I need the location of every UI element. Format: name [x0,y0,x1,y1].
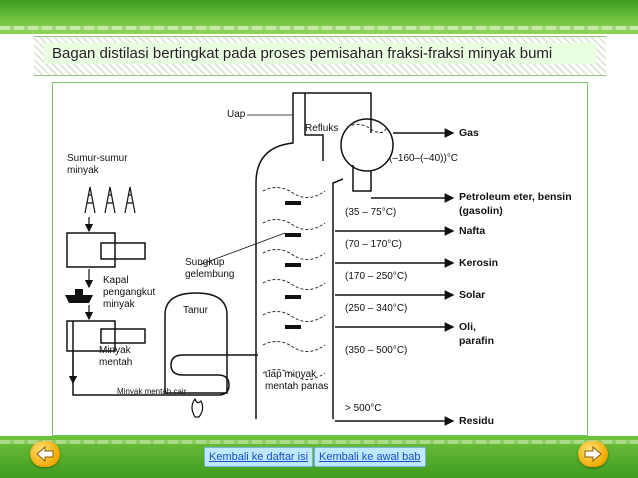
prev-button[interactable] [30,441,60,467]
reflux-label: Refluks [305,123,339,134]
page-title: Bagan distilasi bertingkat pada proses p… [44,43,596,64]
column-right-wall [332,178,344,419]
oil-wells [84,186,136,214]
product-oli: Oli, [459,321,476,333]
product-residu: Residu [459,415,495,427]
temp-kerosin: (170 – 250°C) [345,271,408,282]
ship-icon [65,289,93,303]
temp-oli: (350 – 500°C) [345,345,408,356]
temp-nafta: (70 – 170°C) [345,239,402,250]
wells-label-line1: Sumur-sumur [67,153,128,164]
ship-label-line3: minyak [103,299,135,310]
product-petroleum: Petroleum eter, bensin [459,191,572,203]
arrow-right-icon [584,445,602,463]
product-gasolin: (gasolin) [459,205,503,217]
temp-gas: (–160–(–40))°C [389,153,459,164]
crude-label: Minyak mentah [99,345,132,369]
wells-label-line2: minyak [67,165,99,176]
furnace [164,292,228,394]
column-body [255,92,372,419]
bubble-cap-label: Sungkup gelembung [185,257,234,281]
temp-residu: > 500°C [345,403,382,414]
furnace-label: Tanur [183,305,209,316]
back-to-contents-button[interactable]: Kembali ke daftar isi [204,447,314,467]
hot-vapor-label: uap minyak mentah panas [265,369,328,393]
distillation-diagram: Sumur-sumur minyak Kapal pengangkut miny… [52,82,588,436]
product-kerosin: Kerosin [459,257,499,269]
hot-vapor-line1: uap minyak [265,369,317,380]
heater-coil [72,321,258,396]
back-to-chapter-button[interactable]: Kembali ke awal bab [314,447,426,467]
product-solar: Solar [459,289,486,301]
arrow-left-icon [36,445,54,463]
ship-label-line1: Kapal [103,275,129,286]
ship-label: Kapal pengangkut minyak [103,275,155,311]
product-nafta: Nafta [459,225,486,237]
bubble-cap-line1: Sungkup [185,257,225,268]
vapor-label: Uap [227,109,246,120]
bubble-cap-line2: gelembung [185,269,235,280]
ship-label-line2: pengangkut [103,287,156,298]
header-stripe [0,26,638,30]
temp-petroleum: (35 – 75°C) [345,207,397,218]
temp-solar: (250 – 340°C) [345,303,408,314]
condenser [340,118,394,172]
crude-liquid-label: Minyak mentah cair [117,387,187,396]
crude-label-line1: Minyak [99,345,131,356]
reflux-pipe [304,93,324,161]
diagram-graphics [65,92,455,426]
footer-stripe [0,440,638,444]
flame-icon [191,397,204,418]
hot-vapor-line2: mentah panas [265,381,329,392]
crude-label-line2: mentah [99,357,133,368]
title-strip: Bagan distilasi bertingkat pada proses p… [34,36,606,76]
product-parafin: parafin [459,335,495,347]
wells-label: Sumur-sumur minyak [67,153,128,177]
product-gas: Gas [459,127,479,139]
next-button[interactable] [578,441,608,467]
